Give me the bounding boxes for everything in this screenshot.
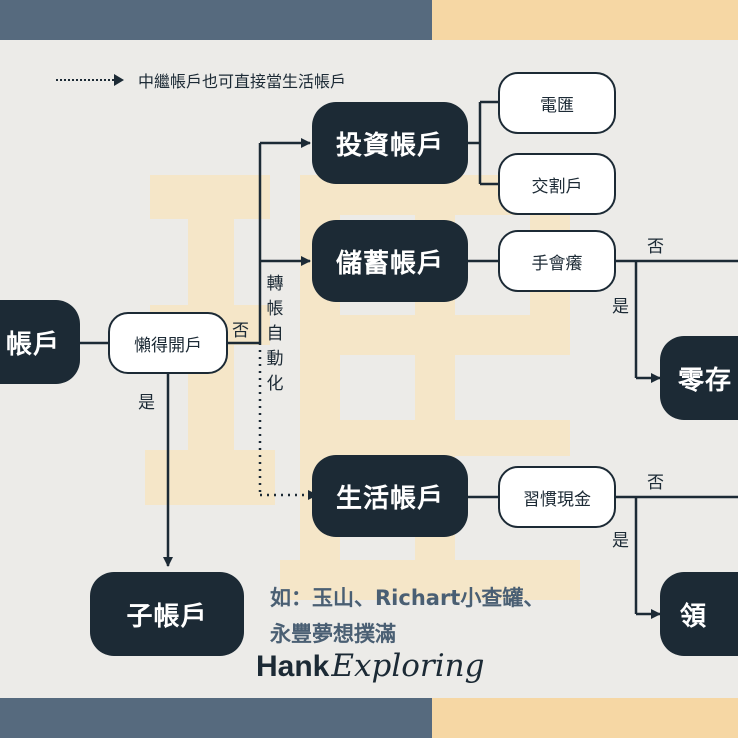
top-color-bar xyxy=(0,0,738,40)
savings-account-node: 儲蓄帳戶 xyxy=(312,220,468,302)
bottom-bar-light-segment xyxy=(432,698,738,738)
example-line-2: 永豐夢想撲滿 xyxy=(270,622,396,646)
top-bar-dark-segment xyxy=(0,0,432,40)
label-no-itch: 否 xyxy=(647,237,664,257)
top-bar-light-segment xyxy=(432,0,738,40)
label-no-lazy: 否 xyxy=(232,321,249,341)
brand-script-text: Exploring xyxy=(331,648,485,684)
connector-lines xyxy=(80,100,738,619)
legend-text: 中繼帳戶也可直接當生活帳戶 xyxy=(138,72,347,91)
zero-deposit-node: 零存 xyxy=(660,336,738,420)
auto-char-2: 帳 xyxy=(266,299,284,319)
auto-char-3: 自 xyxy=(266,324,284,344)
auto-char-4: 動 xyxy=(266,349,284,369)
living-account-node: 生活帳戶 xyxy=(312,455,468,537)
label-yes-habit: 是 xyxy=(612,531,629,551)
auto-char-5: 化 xyxy=(266,374,284,394)
brand-main-text: Hank xyxy=(256,650,330,683)
lazy-open-node: 懶得開戶 xyxy=(108,312,228,374)
label-yes-lazy: 是 xyxy=(138,393,155,413)
example-line-1: 如：玉山、Richart小查罐、 xyxy=(270,586,545,610)
auto-char-1: 轉 xyxy=(266,274,284,294)
wire-transfer-node: 電匯 xyxy=(498,72,616,134)
main-account-node: 帳戶 xyxy=(0,300,80,384)
cash-habit-node: 習慣現金 xyxy=(498,466,616,528)
itchy-hands-node: 手會癢 xyxy=(498,230,616,292)
label-no-habit: 否 xyxy=(647,473,664,493)
investment-account-node: 投資帳戶 xyxy=(312,102,468,184)
brand-logo: Hank Exploring xyxy=(256,648,484,684)
diagram-canvas: 中繼帳戶也可直接當生活帳戶 帳戶 懶得開戶 子帳戶 投資帳戶 儲蓄帳戶 生活帳戶… xyxy=(0,40,738,698)
label-yes-itch: 是 xyxy=(612,297,629,317)
legend-arrow-icon xyxy=(114,74,124,86)
bottom-bar-dark-segment xyxy=(0,698,432,738)
settlement-account-node: 交割戶 xyxy=(498,153,616,215)
bottom-color-bar xyxy=(0,698,738,738)
watermark-glyph xyxy=(145,175,580,600)
legend-dotted-line xyxy=(56,79,114,81)
withdraw-node: 領 xyxy=(660,572,738,656)
label-auto-transfer: 轉 帳 自 動 化 xyxy=(264,272,286,397)
legend: 中繼帳戶也可直接當生活帳戶 xyxy=(56,68,346,92)
sub-account-node: 子帳戶 xyxy=(90,572,244,656)
